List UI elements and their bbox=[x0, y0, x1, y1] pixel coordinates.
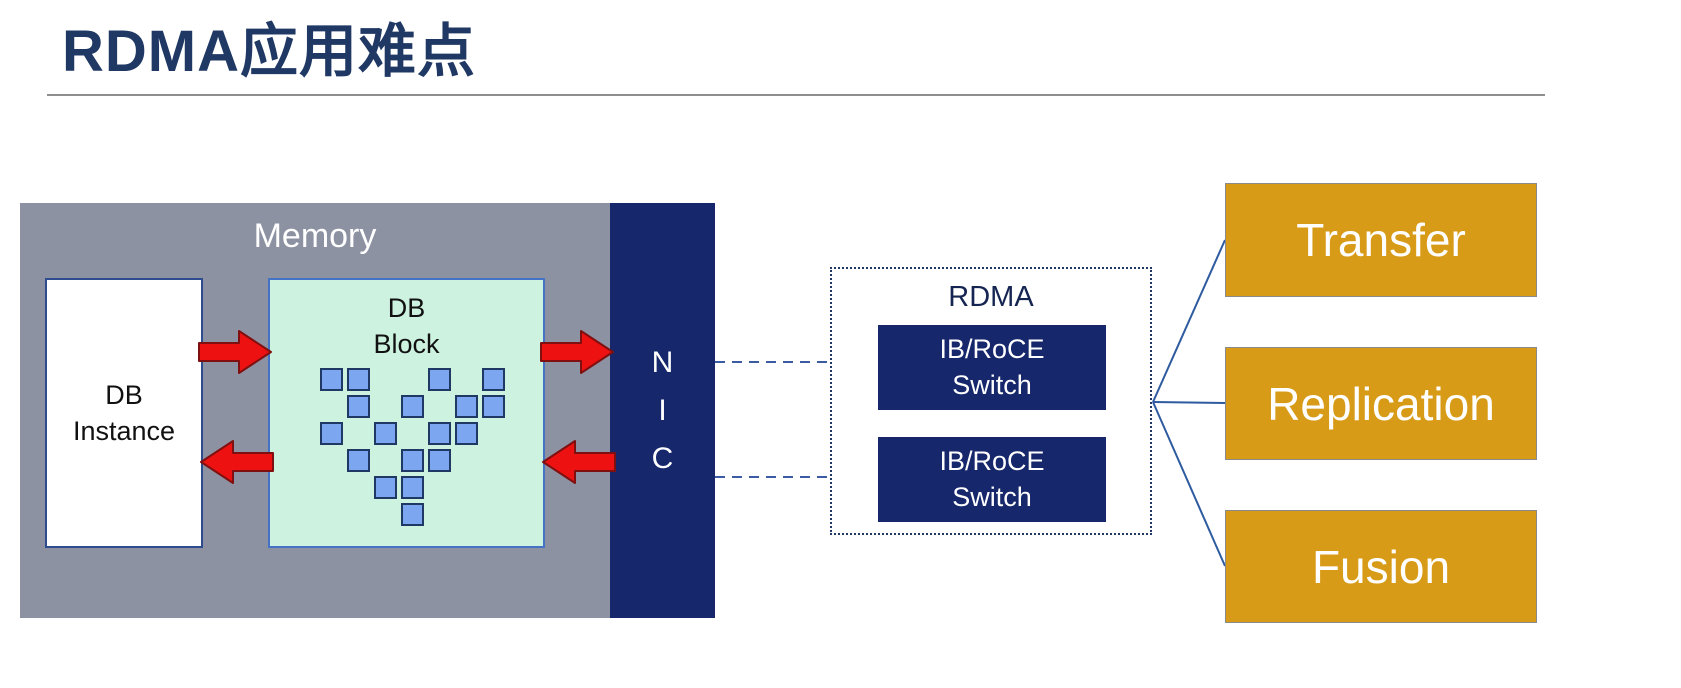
db-instance-label-line2: Instance bbox=[72, 416, 176, 446]
pattern-square bbox=[401, 503, 424, 526]
pattern-square bbox=[374, 476, 397, 499]
arrow-left-icon bbox=[200, 440, 274, 484]
db-block-label-line1: DB bbox=[387, 293, 426, 323]
fan-line-replication bbox=[1152, 401, 1226, 404]
pattern-square bbox=[374, 422, 397, 445]
replication-label: Replication bbox=[1267, 377, 1495, 430]
replication-box: Replication bbox=[1225, 347, 1537, 460]
title-divider bbox=[47, 94, 1545, 96]
transfer-label: Transfer bbox=[1296, 214, 1466, 266]
pattern-square bbox=[320, 422, 343, 445]
pattern-square bbox=[482, 368, 505, 391]
rdma-box: RDMA IB/RoCE Switch IB/RoCE Switch bbox=[830, 267, 1152, 535]
pattern-square bbox=[482, 395, 505, 418]
transfer-box: Transfer bbox=[1225, 183, 1537, 297]
db-block-label: DB Block bbox=[270, 290, 543, 363]
switch1-label-line2: Switch bbox=[952, 369, 1032, 400]
rdma-label: RDMA bbox=[948, 281, 1034, 313]
db-block-box: DB Block bbox=[268, 278, 545, 548]
fan-line-fusion bbox=[1152, 401, 1226, 567]
nic-box: N I C bbox=[610, 203, 715, 618]
pattern-square bbox=[455, 395, 478, 418]
pattern-square bbox=[428, 368, 451, 391]
ib-roce-switch-box-2: IB/RoCE Switch bbox=[878, 437, 1106, 522]
ib-roce-switch-box-1: IB/RoCE Switch bbox=[878, 325, 1106, 410]
arrow-left-icon bbox=[542, 440, 616, 484]
db-block-pattern bbox=[320, 368, 510, 533]
arrow-right-icon bbox=[198, 330, 272, 374]
db-block-label-line2: Block bbox=[373, 329, 440, 360]
pattern-square bbox=[401, 395, 424, 418]
pattern-square bbox=[347, 449, 370, 472]
switch1-label-line1: IB/RoCE bbox=[939, 334, 1045, 365]
nic-letter-n: N bbox=[651, 345, 674, 379]
pattern-square bbox=[428, 449, 451, 472]
pattern-square bbox=[320, 368, 343, 391]
memory-label: Memory bbox=[253, 217, 377, 255]
pattern-square bbox=[401, 476, 424, 499]
pattern-square bbox=[347, 368, 370, 391]
pattern-square bbox=[347, 395, 370, 418]
switch2-label-line2: Switch bbox=[952, 481, 1032, 512]
db-instance-box: DB Instance bbox=[45, 278, 203, 548]
pattern-square bbox=[401, 449, 424, 472]
db-instance-label-line1: DB bbox=[105, 379, 143, 410]
nic-letter-i: I bbox=[658, 393, 667, 427]
switch2-label-line1: IB/RoCE bbox=[939, 446, 1045, 477]
nic-letter-c: C bbox=[651, 441, 674, 475]
fan-line-transfer bbox=[1152, 239, 1226, 403]
fusion-box: Fusion bbox=[1225, 510, 1537, 623]
pattern-square bbox=[455, 422, 478, 445]
page-title: RDMA应用难点 bbox=[62, 19, 476, 84]
memory-box: Memory DB Instance DB Block bbox=[20, 203, 610, 618]
pattern-square bbox=[428, 422, 451, 445]
fusion-label: Fusion bbox=[1311, 540, 1451, 593]
arrow-right-icon bbox=[540, 330, 614, 374]
